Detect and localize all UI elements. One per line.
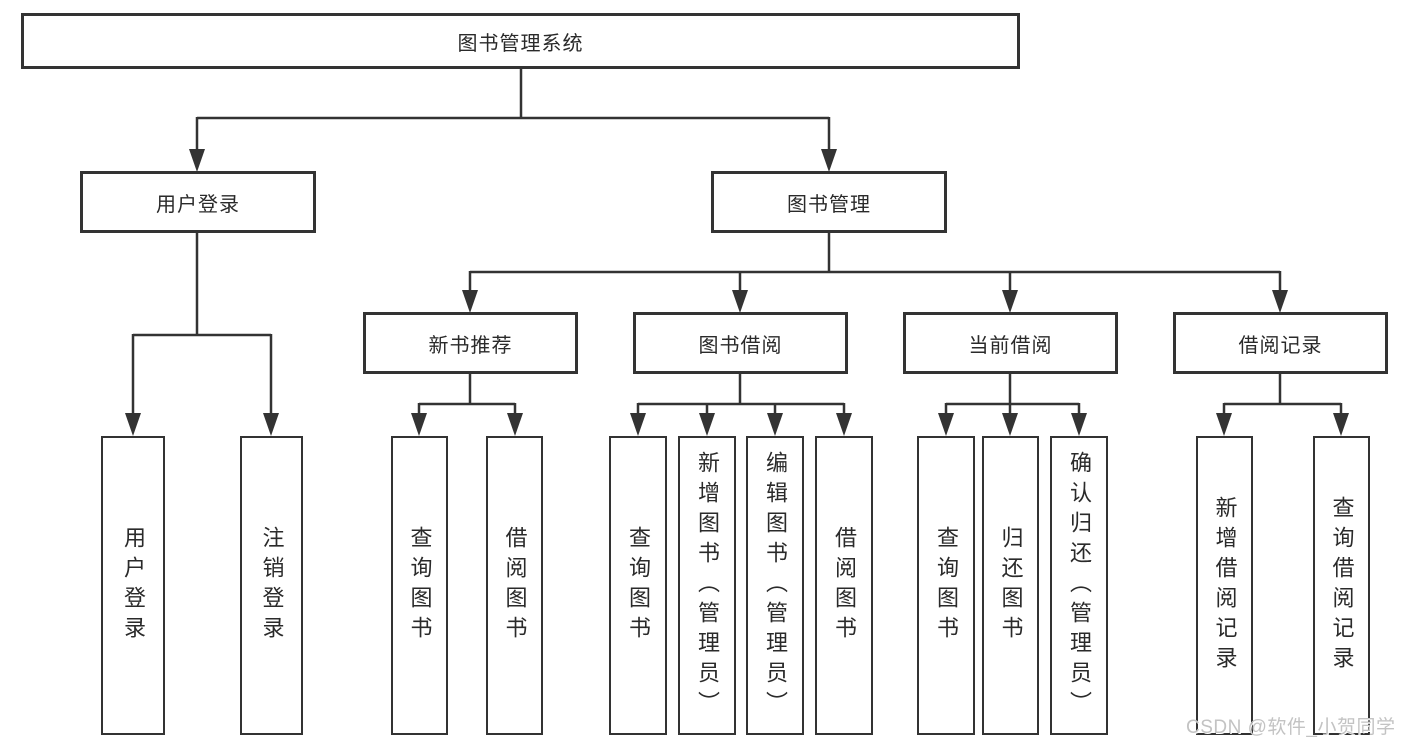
leaf-label: 确认归还（管理员） <box>1067 450 1092 721</box>
leaf-label: 查询借阅记录 <box>1329 495 1355 676</box>
leaf-label: 归还图书 <box>998 525 1024 646</box>
leaf-label: 借阅图书 <box>832 525 857 646</box>
leaf-label: 查询图书 <box>934 525 959 646</box>
leaf-add-books-admin: 新增图书（管理员） <box>678 436 736 735</box>
leaf-label: 查询图书 <box>407 525 433 646</box>
node-label: 图书管理 <box>787 193 871 216</box>
leaf-add-borrow-record: 新增借阅记录 <box>1196 436 1253 735</box>
node-book-management: 图书管理 <box>711 171 947 233</box>
leaf-query-books-current: 查询图书 <box>917 436 975 735</box>
leaf-user-login: 用户登录 <box>101 436 165 735</box>
leaf-label: 借阅图书 <box>502 525 528 646</box>
node-label: 当前借阅 <box>968 334 1053 357</box>
leaf-borrow-books: 借阅图书 <box>815 436 873 735</box>
node-root-library-system: 图书管理系统 <box>21 13 1020 69</box>
node-user-login: 用户登录 <box>80 171 316 233</box>
leaf-logout: 注销登录 <box>240 436 303 735</box>
node-new-book-recommend: 新书推荐 <box>363 312 578 374</box>
watermark: CSDN @软件_小贺同学 <box>1186 717 1396 738</box>
leaf-confirm-return-admin: 确认归还（管理员） <box>1050 436 1108 735</box>
leaf-label: 注销登录 <box>259 525 285 646</box>
leaf-label: 用户登录 <box>121 525 146 646</box>
leaf-query-borrow-record: 查询借阅记录 <box>1313 436 1370 735</box>
leaf-query-books-borrowing: 查询图书 <box>609 436 667 735</box>
node-book-borrowing: 图书借阅 <box>633 312 848 374</box>
node-label: 图书借阅 <box>698 334 783 357</box>
node-label: 借阅记录 <box>1238 334 1323 357</box>
node-borrowing-records: 借阅记录 <box>1173 312 1388 374</box>
leaf-label: 新增借阅记录 <box>1212 495 1238 676</box>
leaf-label: 新增图书（管理员） <box>695 450 720 721</box>
leaf-return-books: 归还图书 <box>982 436 1039 735</box>
node-label: 图书管理系统 <box>457 32 584 55</box>
leaf-borrow-books-recommend: 借阅图书 <box>486 436 543 735</box>
leaf-label: 查询图书 <box>626 525 651 646</box>
leaf-query-books-recommend: 查询图书 <box>391 436 448 735</box>
leaf-label: 编辑图书（管理员） <box>763 450 788 721</box>
node-label: 用户登录 <box>156 193 240 216</box>
leaf-edit-books-admin: 编辑图书（管理员） <box>746 436 804 735</box>
node-current-borrowing: 当前借阅 <box>903 312 1118 374</box>
node-label: 新书推荐 <box>428 334 513 357</box>
